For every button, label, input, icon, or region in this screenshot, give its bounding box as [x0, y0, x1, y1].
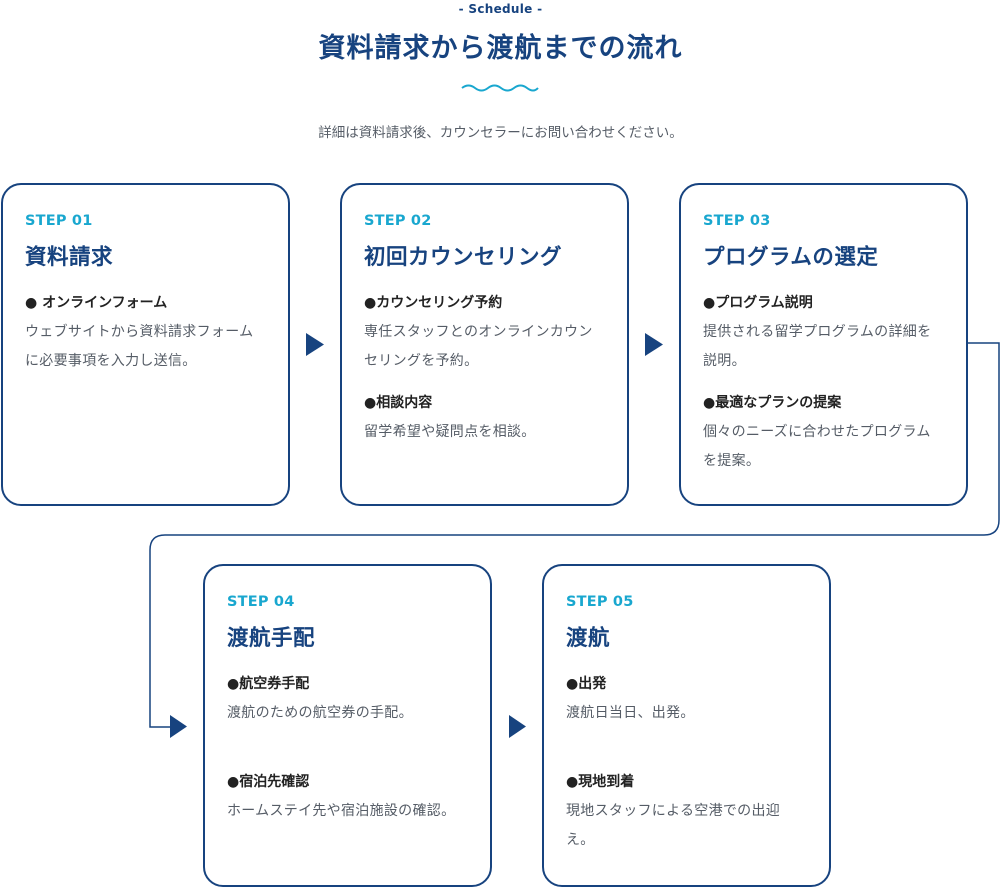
- section-lead: 詳細は資料請求後、カウンセラーにお問い合わせください。: [318, 125, 683, 141]
- step-item: ●出発 渡航日当日、出発。: [566, 673, 807, 728]
- item-heading: ●出発: [566, 676, 607, 692]
- item-description: 渡航のための航空券の手配。: [227, 705, 413, 721]
- step-number: STEP 02: [364, 213, 432, 229]
- step-card-04: STEP 04 渡航手配 ●航空券手配 渡航のための航空券の手配。 ●宿泊先確認…: [203, 564, 492, 887]
- step-card-02: STEP 02 初回カウンセリング ●カウンセリング予約 専任スタッフとのオンラ…: [340, 183, 629, 506]
- item-description: 渡航日当日、出発。: [566, 705, 695, 721]
- step-item: ●宿泊先確認 ホームステイ先や宿泊施設の確認。: [227, 771, 468, 826]
- step-number: STEP 05: [566, 594, 634, 610]
- step-number: STEP 04: [227, 594, 295, 610]
- step-item: ●現地到着 現地スタッフによる空港での出迎え。: [566, 771, 807, 855]
- step-number: STEP 01: [25, 213, 93, 229]
- step-title: 初回カウンセリング: [364, 245, 563, 270]
- step-title: プログラムの選定: [703, 245, 879, 270]
- step-number: STEP 03: [703, 213, 771, 229]
- step-item: ●最適なプランの提案 個々のニーズに合わせたプログラムを提案。: [703, 392, 944, 476]
- arrow-right-icon: [170, 715, 187, 738]
- item-heading: ●相談内容: [364, 395, 433, 411]
- item-heading: ●プログラム説明: [703, 295, 813, 311]
- item-heading: ●カウンセリング予約: [364, 295, 503, 311]
- step-item: ●プログラム説明 提供される留学プログラムの詳細を説明。: [703, 292, 944, 376]
- step-card-01: STEP 01 資料請求 ● オンラインフォーム ウェブサイトから資料請求フォー…: [1, 183, 290, 506]
- step-title: 資料請求: [25, 245, 114, 270]
- step-card-03: STEP 03 プログラムの選定 ●プログラム説明 提供される留学プログラムの詳…: [679, 183, 968, 506]
- item-heading: ●航空券手配: [227, 676, 310, 692]
- step-title: 渡航手配: [227, 626, 316, 651]
- item-description: 個々のニーズに合わせたプログラムを提案。: [703, 424, 931, 469]
- step-item: ●相談内容 留学希望や疑問点を相談。: [364, 392, 605, 447]
- step-item: ●航空券手配 渡航のための航空券の手配。: [227, 673, 468, 728]
- item-heading: ●宿泊先確認: [227, 774, 310, 790]
- arrow-right-icon: [306, 333, 324, 356]
- section-eyebrow: - Schedule -: [458, 2, 543, 16]
- item-heading: ●現地到着: [566, 774, 635, 790]
- item-heading: ● オンラインフォーム: [25, 295, 168, 311]
- item-description: 現地スタッフによる空港での出迎え。: [566, 803, 781, 848]
- step-item: ● オンラインフォーム ウェブサイトから資料請求フォームに必要事項を入力し送信。: [25, 292, 266, 376]
- section-title: 資料請求から渡航までの流れ: [318, 33, 683, 64]
- item-description: 専任スタッフとのオンラインカウンセリングを予約。: [364, 324, 593, 369]
- step-card-05: STEP 05 渡航 ●出発 渡航日当日、出発。 ●現地到着 現地スタッフによる…: [542, 564, 831, 887]
- item-description: 留学希望や疑問点を相談。: [364, 424, 536, 440]
- step-title: 渡航: [566, 626, 611, 651]
- item-description: ホームステイ先や宿泊施設の確認。: [227, 803, 456, 819]
- item-description: ウェブサイトから資料請求フォームに必要事項を入力し送信。: [25, 324, 254, 369]
- item-heading: ●最適なプランの提案: [703, 395, 842, 411]
- item-description: 提供される留学プログラムの詳細を説明。: [703, 324, 932, 369]
- step-item: ●カウンセリング予約 専任スタッフとのオンラインカウンセリングを予約。: [364, 292, 605, 376]
- arrow-right-icon: [509, 715, 526, 738]
- arrow-right-icon: [645, 333, 663, 356]
- wave-divider-icon: [461, 84, 539, 92]
